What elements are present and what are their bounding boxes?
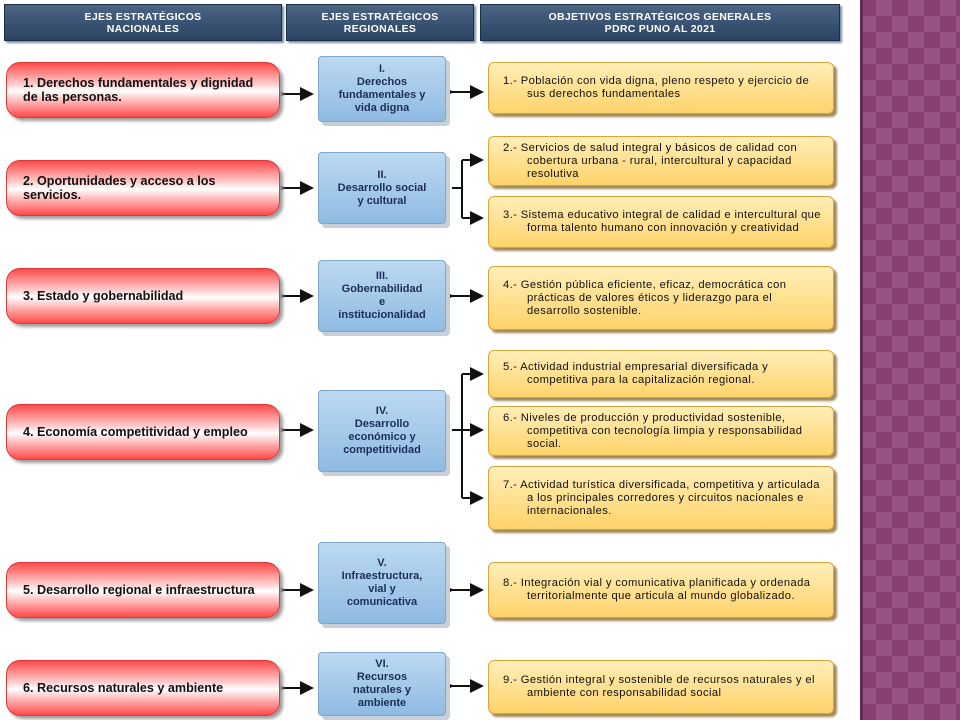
slide: EJES ESTRATÉGICOS NACIONALES EJES ESTRAT… (4, 4, 840, 716)
header-nacionales: EJES ESTRATÉGICOS NACIONALES (4, 4, 282, 41)
eje-nacional-3: 3. Estado y gobernabilidad (6, 268, 280, 324)
objetivo-9-text: 9.- Gestión integral y sostenible de rec… (503, 674, 815, 699)
eje-nacional-6: 6. Recursos naturales y ambiente (6, 660, 280, 716)
eje-regional-1: I. Derechos fundamentales y vida digna (318, 56, 446, 122)
eje-regional-3: III. Gobernabilidad e institucionalidad (318, 260, 446, 332)
objetivo-6: 6.- Niveles de producción y productivida… (488, 406, 834, 456)
eje-nacional-2: 2. Oportunidades y acceso a los servicio… (6, 160, 280, 216)
connector-arrows (272, 85, 484, 695)
objetivo-9: 9.- Gestión integral y sostenible de rec… (488, 660, 834, 714)
eje-nacional-1: 1. Derechos fundamentales y dignidad de … (6, 62, 280, 118)
objetivo-2: 2.- Servicios de salud integral y básico… (488, 136, 834, 186)
decorative-side-panel (860, 0, 960, 720)
eje-regional-4: IV. Desarrollo económico y competitivida… (318, 390, 446, 472)
objetivo-1: 1.- Población con vida digna, pleno resp… (488, 62, 834, 114)
eje-regional-2: II. Desarrollo social y cultural (318, 152, 446, 224)
objetivo-4: 4.- Gestión pública eficiente, eficaz, d… (488, 266, 834, 330)
header-regionales: EJES ESTRATÉGICOS REGIONALES (286, 4, 474, 41)
objetivo-6-text: 6.- Niveles de producción y productivida… (503, 411, 803, 450)
objetivo-8: 8.- Integración vial y comunicativa plan… (488, 562, 834, 618)
eje-regional-6: VI. Recursos naturales y ambiente (318, 652, 446, 716)
objetivo-3-text: 3.- Sistema educativo integral de calida… (503, 209, 821, 234)
objetivo-7-text: 7.- Actividad turística diversificada, c… (503, 478, 820, 517)
objetivo-2-text: 2.- Servicios de salud integral y básico… (503, 141, 798, 180)
objetivo-5: 5.- Actividad industrial empresarial div… (488, 350, 834, 398)
objetivo-4-text: 4.- Gestión pública eficiente, eficaz, d… (503, 278, 787, 317)
objetivo-1-text: 1.- Población con vida digna, pleno resp… (503, 75, 810, 100)
eje-nacional-5: 5. Desarrollo regional e infraestructura (6, 562, 280, 618)
eje-regional-5: V. Infraestructura, vial y comunicativa (318, 542, 446, 624)
objetivo-8-text: 8.- Integración vial y comunicativa plan… (503, 577, 811, 602)
objetivo-3: 3.- Sistema educativo integral de calida… (488, 196, 834, 248)
objetivo-7: 7.- Actividad turística diversificada, c… (488, 466, 834, 530)
eje-nacional-4: 4. Economía competitividad y empleo (6, 404, 280, 460)
objetivo-5-text: 5.- Actividad industrial empresarial div… (503, 361, 769, 386)
header-objetivos: OBJETIVOS ESTRATÉGICOS GENERALES PDRC PU… (480, 4, 840, 41)
